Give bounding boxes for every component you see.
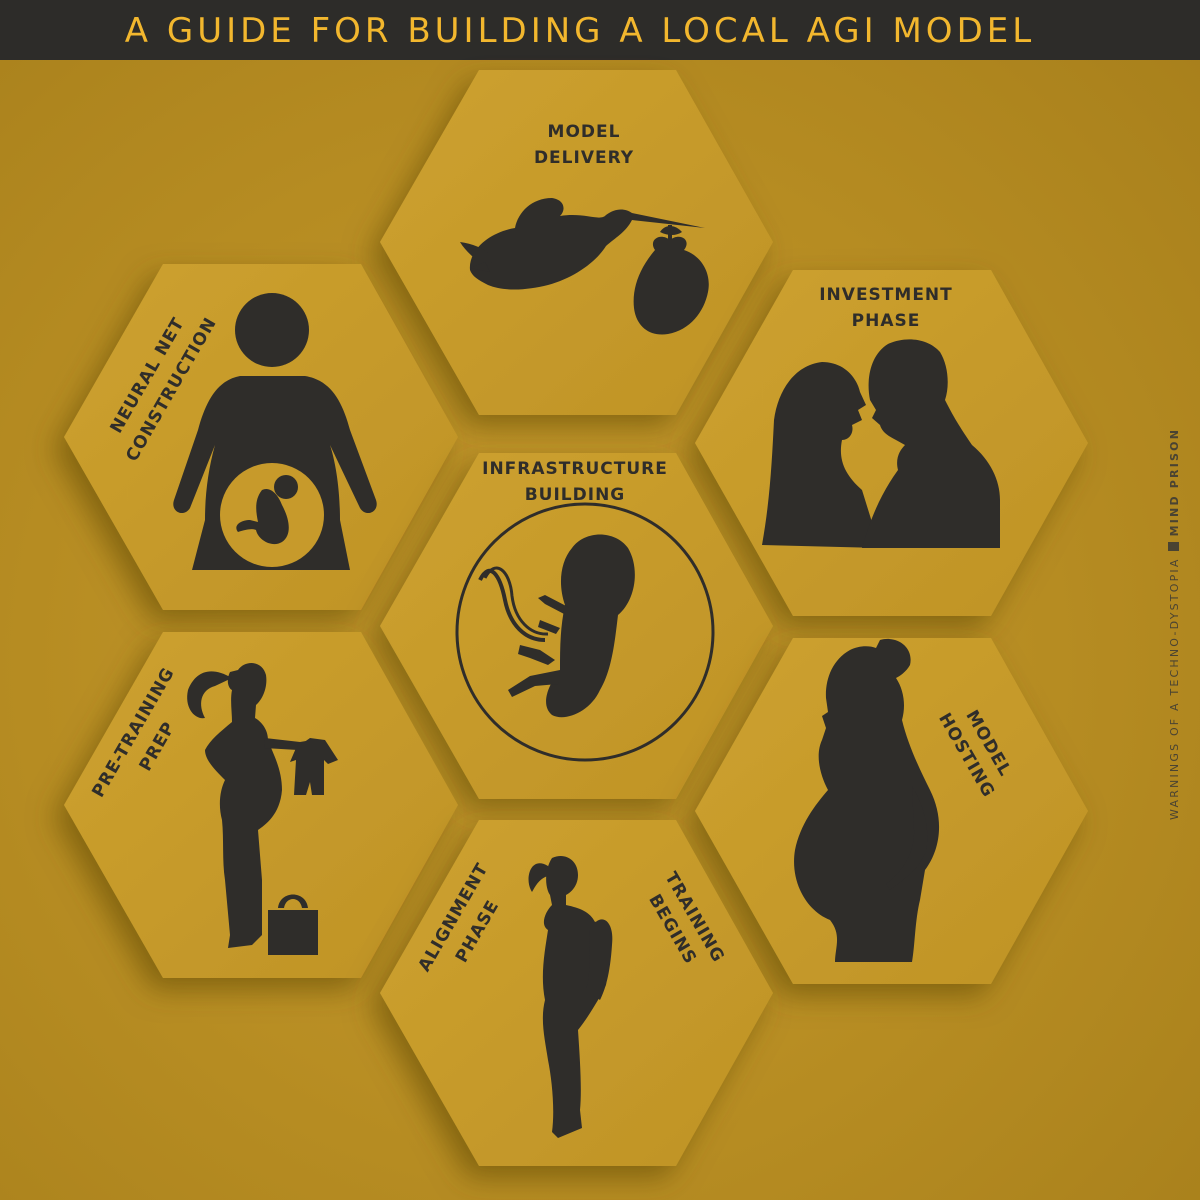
side-credit-line-a: WARNINGS OF A TECHNO-DYSTOPIA: [1168, 557, 1181, 820]
page-title: A GUIDE FOR BUILDING A LOCAL AGI MODEL: [124, 11, 1036, 51]
hex-alignment-training: ALIGNMENT PHASE TRAINING BEGINS: [380, 820, 773, 1166]
side-credit: WARNINGS OF A TECHNO-DYSTOPIA MIND PRISON: [1168, 390, 1188, 820]
hex-label-line-1: MODEL: [548, 122, 621, 142]
hex-infrastructure-building: INFRASTRUCTURE BUILDING: [380, 453, 773, 799]
title-bar: A GUIDE FOR BUILDING A LOCAL AGI MODEL: [0, 0, 1200, 60]
hex-model-hosting: MODEL HOSTING: [695, 638, 1088, 984]
hex-label-line-2: DELIVERY: [534, 148, 634, 168]
hex-investment-phase: INVESTMENT PHASE: [695, 270, 1088, 616]
hex-label-line-1: INFRASTRUCTURE: [482, 459, 668, 479]
fetus-in-womb-icon: [455, 502, 715, 762]
mother-holding-baby-icon: [528, 855, 613, 1138]
pregnant-woman-profile-icon: [794, 638, 940, 962]
expectant-mother-shopping-icon: [187, 663, 338, 955]
stork-carrying-baby-icon: [460, 198, 709, 335]
hex-neural-net-construction: NEURAL NET CONSTRUCTION: [64, 264, 458, 610]
hex-label-line-2: PHASE: [852, 311, 921, 331]
separator-block-icon: [1168, 542, 1179, 552]
hex-label-line-2: BUILDING: [525, 485, 626, 505]
side-credit-line-b: MIND PRISON: [1168, 427, 1181, 537]
hex-model-delivery: MODEL DELIVERY: [380, 70, 773, 415]
couple-kissing-icon: [762, 339, 1000, 548]
pregnant-woman-symbol-icon: [173, 293, 377, 570]
hex-label-line-1: INVESTMENT: [819, 285, 953, 305]
hex-pre-training-prep: PRE-TRAINING PREP: [64, 632, 458, 978]
